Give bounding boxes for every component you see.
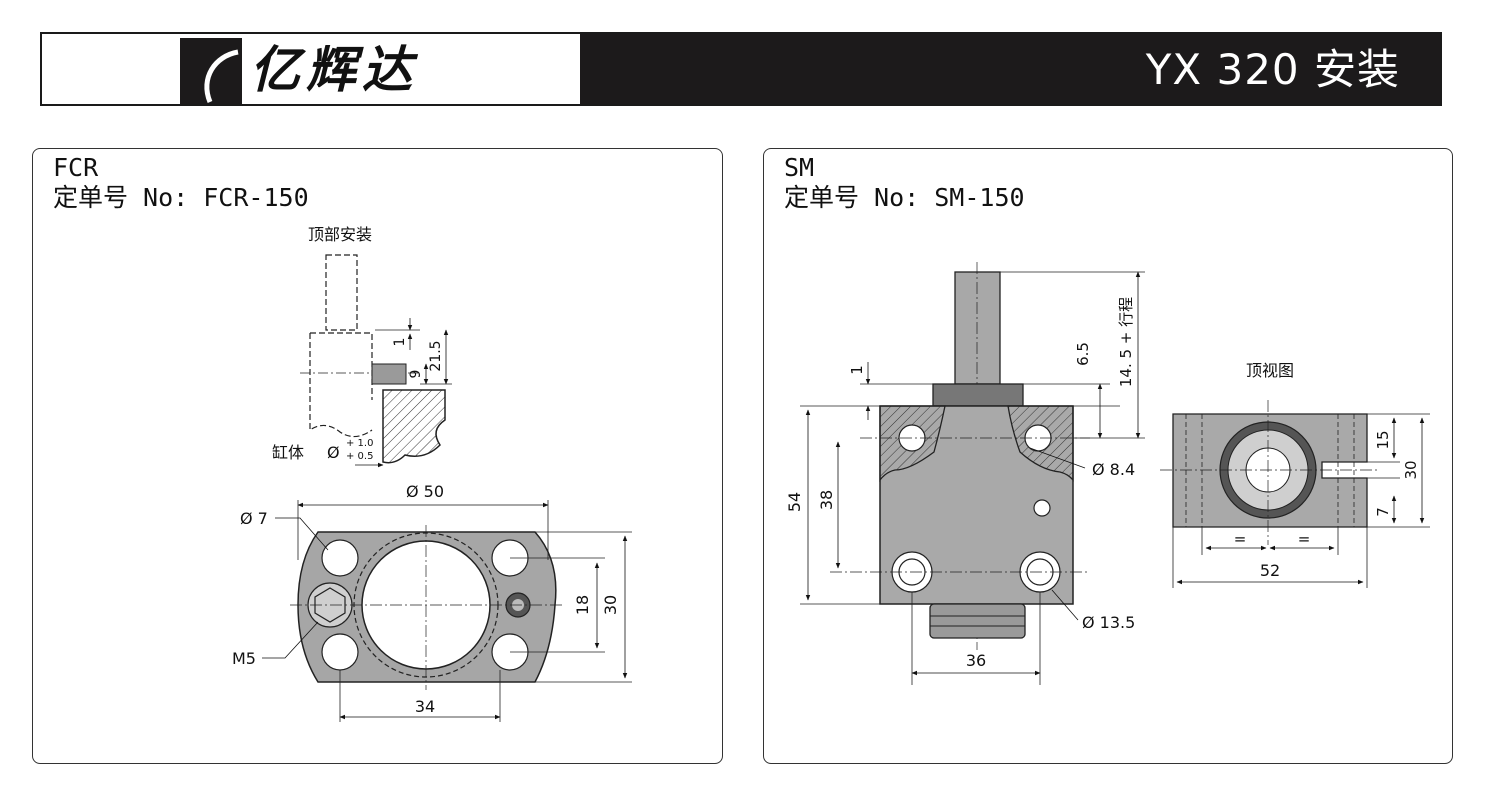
sm-heading: SM 定单号 No: SM-150	[784, 153, 1025, 213]
sm-top-dim-30: 30	[1402, 460, 1420, 479]
sm-dim-36: 36	[966, 651, 986, 670]
fcr-heading: FCR 定单号 No: FCR-150	[53, 153, 309, 213]
fcr-dim-18: 18	[573, 595, 592, 615]
header-title-area: YX 320 安装	[580, 34, 1440, 104]
fcr-panel: FCR 定单号 No: FCR-150	[32, 148, 723, 764]
sm-top-view: 顶视图 15 7 30 = = 52	[1160, 361, 1430, 588]
sm-dim-dia8-4: Ø 8.4	[1092, 460, 1135, 479]
sm-model-label: SM	[784, 153, 815, 182]
sm-panel: SM 定单号 No: SM-150	[763, 148, 1453, 764]
fcr-dim-dia7: Ø 7	[240, 509, 268, 528]
page-title: YX 320 安装	[1145, 45, 1400, 94]
fcr-dim-34: 34	[415, 697, 435, 716]
sm-dim-38: 38	[817, 490, 836, 510]
fcr-dim-21-5: 21.5	[428, 340, 444, 371]
fcr-dim-m5: M5	[232, 649, 256, 668]
fcr-cylinder-label: 缸体	[272, 443, 304, 462]
fcr-dim-30: 30	[601, 595, 620, 615]
sm-dim-dia13-5: Ø 13.5	[1082, 613, 1135, 632]
fcr-tolerance-upper: + 1.0	[346, 438, 373, 449]
sm-top-eq-right: =	[1298, 530, 1311, 548]
fcr-dim-dia50: Ø 50	[406, 482, 444, 501]
logo-swoosh-icon	[204, 49, 239, 103]
sm-order-number: 定单号 No: SM-150	[784, 183, 1025, 212]
logo-mark	[180, 38, 242, 104]
fcr-side-view: 顶部安装 1 9 21.5 缸体 Ø + 1.0 + 0.5	[272, 225, 452, 468]
fcr-dim-9: 9	[408, 370, 424, 379]
sm-dim-stroke: 14. 5 + 行程	[1117, 297, 1135, 387]
fcr-diameter-symbol: Ø	[327, 443, 340, 462]
sm-top-dim-52: 52	[1260, 561, 1280, 580]
sm-top-dim-7: 7	[1374, 507, 1392, 517]
fcr-tolerance-lower: + 0.5	[346, 451, 373, 462]
fcr-dim-1: 1	[392, 338, 408, 347]
sm-top-dim-15: 15	[1374, 430, 1392, 449]
sm-dim-1: 1	[848, 365, 866, 375]
sm-dim-6-5: 6.5	[1074, 342, 1092, 366]
fcr-flange-view: Ø 50 Ø 7 M5 18 30 34	[232, 482, 632, 722]
sm-side-view: 1 6.5 14. 5 + 行程 54 38 Ø 8.4 Ø 13.5 36	[785, 262, 1145, 685]
sm-top-view-label: 顶视图	[1246, 361, 1294, 380]
fcr-top-mount-label: 顶部安装	[308, 225, 372, 244]
sm-top-eq-left: =	[1234, 530, 1247, 548]
sm-dim-54: 54	[785, 492, 804, 512]
logo-text: 亿辉达	[250, 40, 418, 99]
fcr-order-number: 定单号 No: FCR-150	[53, 183, 309, 212]
fcr-model-label: FCR	[53, 153, 99, 182]
header-bar: 亿辉达 YX 320 安装	[40, 32, 1442, 106]
